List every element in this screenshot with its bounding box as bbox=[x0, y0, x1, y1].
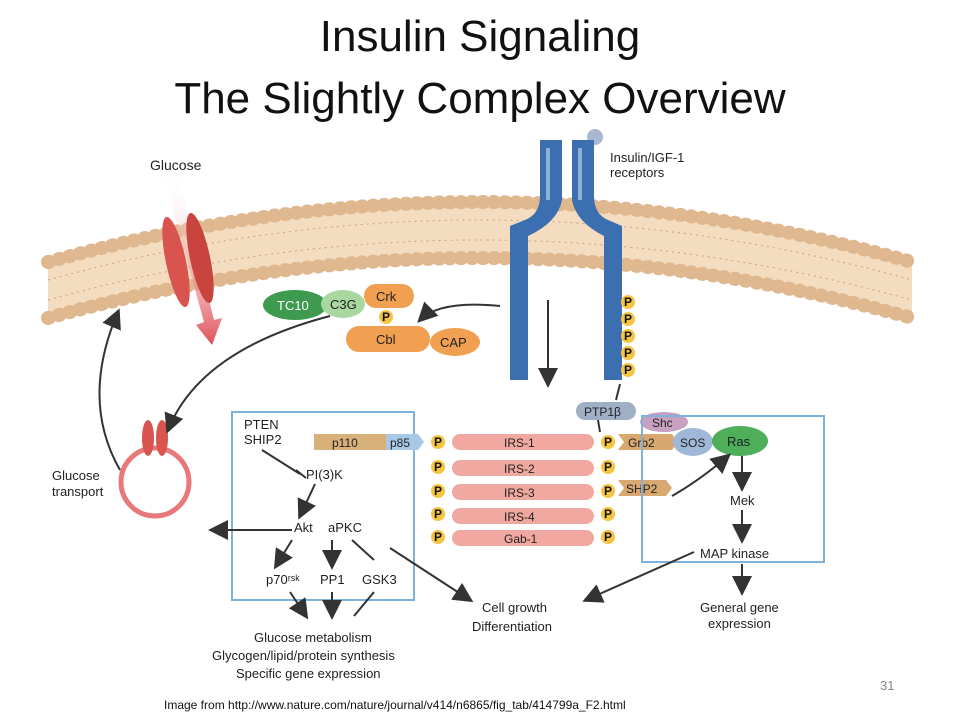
ras-adaptors: PTP1β Shc Grb2 SOS Ras SHP2 bbox=[576, 402, 768, 496]
receptor-phosphates: P P P P P bbox=[621, 295, 635, 377]
cap-label: CAP bbox=[440, 335, 467, 350]
cell-growth-label-1: Cell growth bbox=[482, 600, 547, 615]
svg-text:P: P bbox=[434, 435, 442, 449]
insulin-receptor: Insulin/IGF-1 receptors bbox=[510, 129, 684, 380]
page-number: 31 bbox=[880, 678, 895, 693]
svg-text:P: P bbox=[604, 530, 612, 544]
p110-label: p110 bbox=[332, 436, 358, 450]
glucose-transport-vesicle: Glucose transport bbox=[52, 420, 192, 519]
svg-text:P: P bbox=[604, 460, 612, 474]
svg-text:P: P bbox=[434, 460, 442, 474]
svg-text:P: P bbox=[434, 530, 442, 544]
svg-text:P: P bbox=[624, 329, 632, 343]
cell-growth-label-2: Differentiation bbox=[472, 619, 552, 634]
pten-label: PTEN bbox=[244, 417, 279, 432]
svg-text:P: P bbox=[604, 507, 612, 521]
svg-text:P: P bbox=[604, 435, 612, 449]
svg-text:P: P bbox=[382, 310, 390, 324]
receptor-label-1: Insulin/IGF-1 bbox=[610, 150, 684, 165]
general-gene-label-1: General gene bbox=[700, 600, 779, 615]
glucose-label: Glucose bbox=[150, 157, 202, 173]
apkc-label: aPKC bbox=[328, 520, 362, 535]
p85-label: p85 bbox=[390, 436, 410, 450]
pi3k-pathway: PTEN SHIP2 p110 p85 PI(3)K Akt aPKC p70ʳ… bbox=[244, 417, 424, 587]
cbl-label: Cbl bbox=[376, 332, 396, 347]
glucose-entry: Glucose bbox=[150, 157, 222, 345]
map-kinase-label: MAP kinase bbox=[700, 546, 769, 561]
irs3-label: IRS-3 bbox=[504, 486, 535, 500]
pp1-label: PP1 bbox=[320, 572, 345, 587]
ptp1b-label: PTP1β bbox=[584, 405, 621, 419]
mek-label: Mek bbox=[730, 493, 755, 508]
akt-label: Akt bbox=[294, 520, 313, 535]
svg-text:P: P bbox=[434, 507, 442, 521]
mapk-pathway-box bbox=[641, 415, 825, 563]
receptor-label-2: receptors bbox=[610, 165, 665, 180]
c3g-label: C3G bbox=[330, 297, 357, 312]
ras-label: Ras bbox=[727, 434, 751, 449]
svg-text:P: P bbox=[624, 295, 632, 309]
gab1-label: Gab-1 bbox=[504, 532, 538, 546]
p70rsk-label: p70ʳˢᵏ bbox=[266, 572, 300, 587]
mapk-pathway: Mek MAP kinase General gene expression bbox=[700, 493, 779, 631]
metabolism-label-1: Glucose metabolism bbox=[254, 630, 372, 645]
gsk3-label: GSK3 bbox=[362, 572, 397, 587]
irs2-label: IRS-2 bbox=[504, 462, 535, 476]
metabolism-label-3: Specific gene expression bbox=[236, 666, 381, 681]
crk-label: Crk bbox=[376, 289, 397, 304]
slide-title-line-1: Insulin Signaling bbox=[319, 12, 641, 61]
slide-title-line-2: The Slightly Complex Overview bbox=[174, 74, 786, 123]
ship2-label: SHIP2 bbox=[244, 432, 282, 447]
svg-text:P: P bbox=[624, 363, 632, 377]
pathway-arrows bbox=[98, 300, 752, 620]
glucose-transport-label-1: Glucose bbox=[52, 468, 100, 483]
glucose-transport-label-2: transport bbox=[52, 484, 104, 499]
metabolism-label-2: Glycogen/lipid/protein synthesis bbox=[212, 648, 395, 663]
sos-label: SOS bbox=[680, 436, 705, 450]
image-credit: Image from http://www.nature.com/nature/… bbox=[164, 698, 626, 712]
outputs: Cell growth Differentiation Glucose meta… bbox=[212, 600, 552, 681]
svg-text:P: P bbox=[604, 484, 612, 498]
tc10-complex: TC10 C3G Crk P Cbl CAP bbox=[263, 284, 480, 356]
irs-substrates: IRS-1 IRS-2 IRS-3 IRS-4 Gab-1 P P P P P … bbox=[431, 434, 615, 546]
general-gene-label-2: expression bbox=[708, 616, 771, 631]
pi3k-label: PI(3)K bbox=[306, 467, 343, 482]
svg-text:P: P bbox=[624, 346, 632, 360]
shc-label: Shc bbox=[652, 416, 673, 430]
irs1-label: IRS-1 bbox=[504, 436, 535, 450]
irs4-label: IRS-4 bbox=[504, 510, 535, 524]
svg-text:P: P bbox=[434, 484, 442, 498]
svg-text:P: P bbox=[624, 312, 632, 326]
tc10-label: TC10 bbox=[277, 298, 309, 313]
